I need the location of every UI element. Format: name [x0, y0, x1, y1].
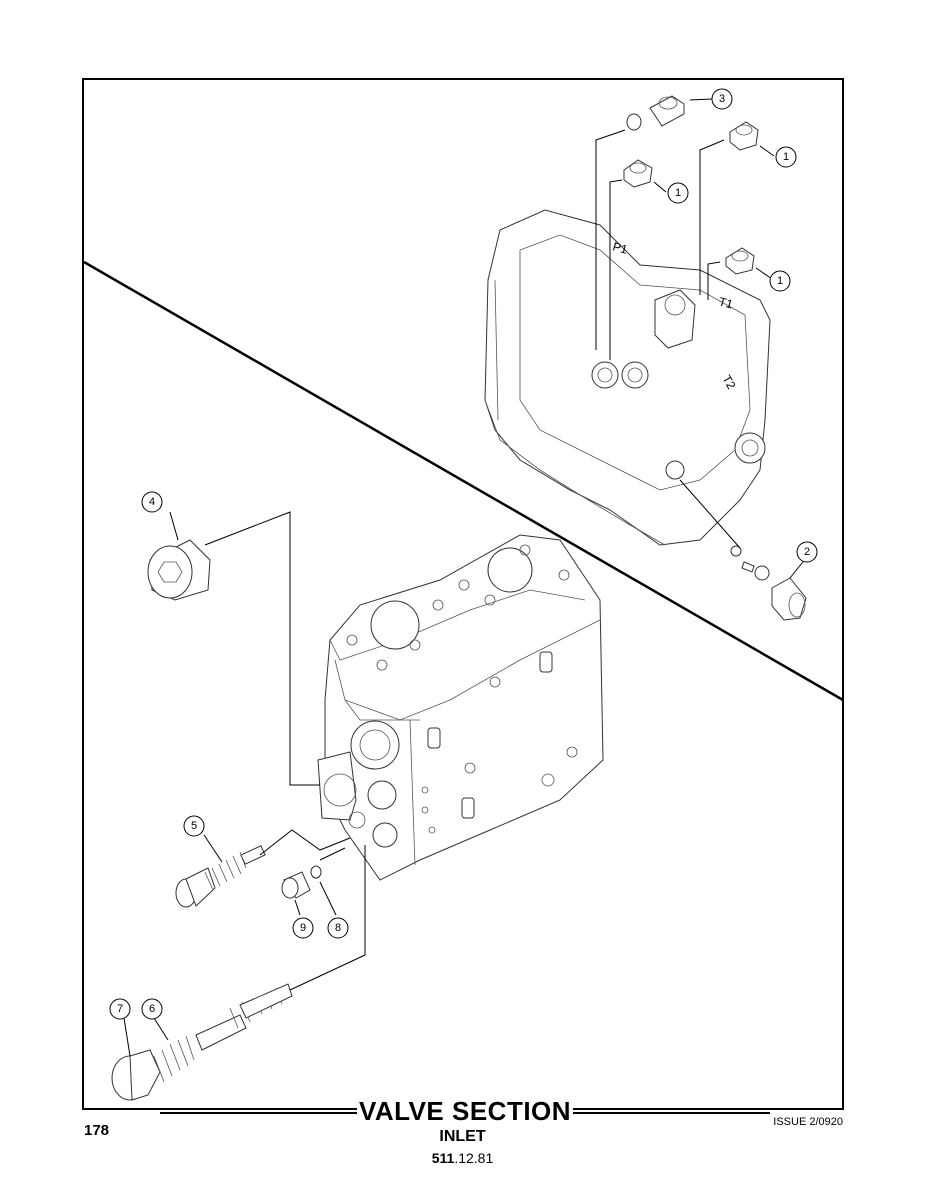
plug-9: [281, 871, 311, 899]
svg-text:9: 9: [300, 922, 306, 934]
page-number: 178: [84, 1122, 110, 1139]
divider-line: [83, 260, 844, 702]
svg-text:5: 5: [191, 820, 197, 832]
plug-1a: [729, 121, 759, 151]
callout-1-c: 1: [769, 270, 791, 292]
svg-text:4: 4: [149, 496, 155, 508]
callout-6: 6: [141, 998, 163, 1020]
callout-1-b: 1: [667, 182, 689, 204]
part-number-suffix: .12.81: [454, 1150, 494, 1166]
callout-9: 9: [292, 917, 314, 939]
svg-text:1: 1: [777, 275, 783, 287]
plug-4: [147, 539, 211, 601]
page-subtitle: INLET: [439, 1128, 486, 1145]
port-label-t1: T1: [717, 294, 734, 311]
svg-text:7: 7: [117, 1003, 123, 1015]
washer-8: [310, 865, 322, 879]
svg-text:8: 8: [335, 922, 341, 934]
title-rule-right: [570, 1112, 770, 1114]
plug-3: [626, 95, 685, 131]
svg-text:2: 2: [804, 546, 810, 558]
title-rule-left: [160, 1112, 360, 1114]
plug-1c: [725, 247, 755, 275]
plug-1b: [623, 159, 653, 188]
svg-text:6: 6: [149, 1003, 155, 1015]
callout-2: 2: [796, 541, 818, 563]
check-assembly-2: [730, 545, 807, 621]
callout-1-a: 1: [775, 146, 797, 168]
callout-5: 5: [183, 815, 205, 837]
port-label-t2: T2: [719, 373, 738, 392]
svg-text:1: 1: [783, 151, 789, 163]
callout-8: 8: [327, 917, 349, 939]
svg-text:1: 1: [675, 187, 681, 199]
port-label-p1: P1: [611, 239, 629, 256]
valve-body: [317, 534, 604, 881]
callout-7: 7: [109, 998, 131, 1020]
issue-label: ISSUE 2/0920: [773, 1116, 843, 1128]
inlet-housing: P1 T1 T2: [484, 209, 771, 546]
part-number: 511.12.81: [0, 1150, 925, 1166]
part-number-prefix: 511: [431, 1150, 455, 1166]
svg-text:3: 3: [719, 93, 725, 105]
callout-3: 3: [711, 88, 733, 110]
callout-4: 4: [141, 491, 163, 513]
title-block: VALVE SECTION: [160, 1096, 770, 1130]
page-title: VALVE SECTION: [356, 1096, 574, 1126]
spool-assembly-6-7: [111, 983, 293, 1101]
relief-valve-5: [175, 845, 266, 908]
